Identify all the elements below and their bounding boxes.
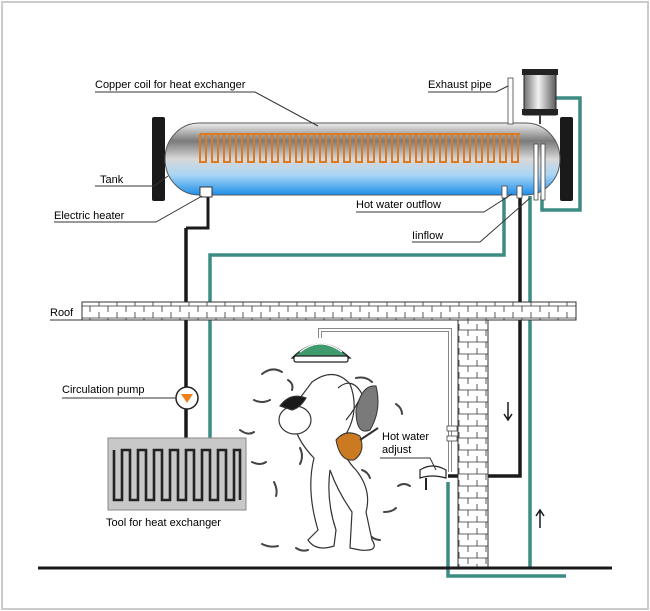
- showerhead-icon: [290, 343, 352, 363]
- sponge-icon: [355, 385, 379, 432]
- label-copper-coil: Copper coil for heat exchanger: [95, 79, 246, 91]
- label-tool-heat-exchanger: Tool for heat exchanger: [106, 517, 221, 529]
- exhaust-canister-cap: [522, 69, 558, 75]
- leader-copper-coil: [95, 91, 319, 127]
- leader-hot-water-adjust: [380, 457, 437, 471]
- electric-heater: [199, 186, 213, 198]
- exhaust-canister: [523, 70, 557, 116]
- label-exhaust-pipe: Exhaust pipe: [428, 79, 492, 91]
- label-electric-heater: Electric heater: [54, 210, 125, 222]
- flow-arrow-down: [503, 402, 513, 422]
- teal-pipe-left: [208, 196, 506, 440]
- leader-tank: [95, 175, 169, 187]
- label-hot-water-adjust-2: adjust: [382, 444, 411, 456]
- tank-port-inflow: [501, 185, 508, 199]
- bathing-person-icon: [239, 368, 411, 552]
- tank-endcap-left: [152, 117, 165, 201]
- leader-exhaust-pipe: [428, 85, 509, 93]
- tank-endcap-right: [560, 117, 573, 201]
- label-hot-water-adjust-1: Hot water: [382, 431, 429, 443]
- label-hot-water-outflow: Hot water outflow: [356, 199, 441, 211]
- copper-coil: [199, 133, 520, 163]
- label-inflow: Iinflow: [412, 230, 443, 242]
- exhaust-stub: [507, 77, 514, 125]
- wall-fitting-bottom: [446, 435, 458, 442]
- tank-port-outflow: [516, 185, 523, 199]
- heat-exchanger-coil: [112, 448, 242, 502]
- brush-icon: [335, 427, 379, 461]
- exhaust-canister-base: [522, 109, 558, 115]
- leader-hot-water-outflow: [356, 193, 513, 213]
- label-circulation-pump: Circulation pump: [62, 384, 145, 396]
- label-roof: Roof: [50, 307, 74, 319]
- leader-electric-heater: [54, 195, 203, 223]
- tap-icon: [419, 465, 447, 490]
- leader-inflow: [412, 197, 531, 243]
- flow-arrow-up: [535, 508, 545, 528]
- teal-pipe-exhaust: [540, 96, 582, 212]
- wall-fitting-top: [446, 425, 458, 432]
- brick-wall: [457, 319, 489, 569]
- circulation-pump-icon: [175, 386, 199, 410]
- shower-pipe-inner: [319, 329, 451, 472]
- label-tank: Tank: [100, 174, 124, 186]
- roof: [81, 301, 577, 321]
- teal-pipe-bottom: [446, 482, 566, 578]
- tank-port-right: [540, 143, 546, 201]
- black-pipe-top-left: [186, 196, 210, 230]
- tank-port-left: [533, 143, 539, 201]
